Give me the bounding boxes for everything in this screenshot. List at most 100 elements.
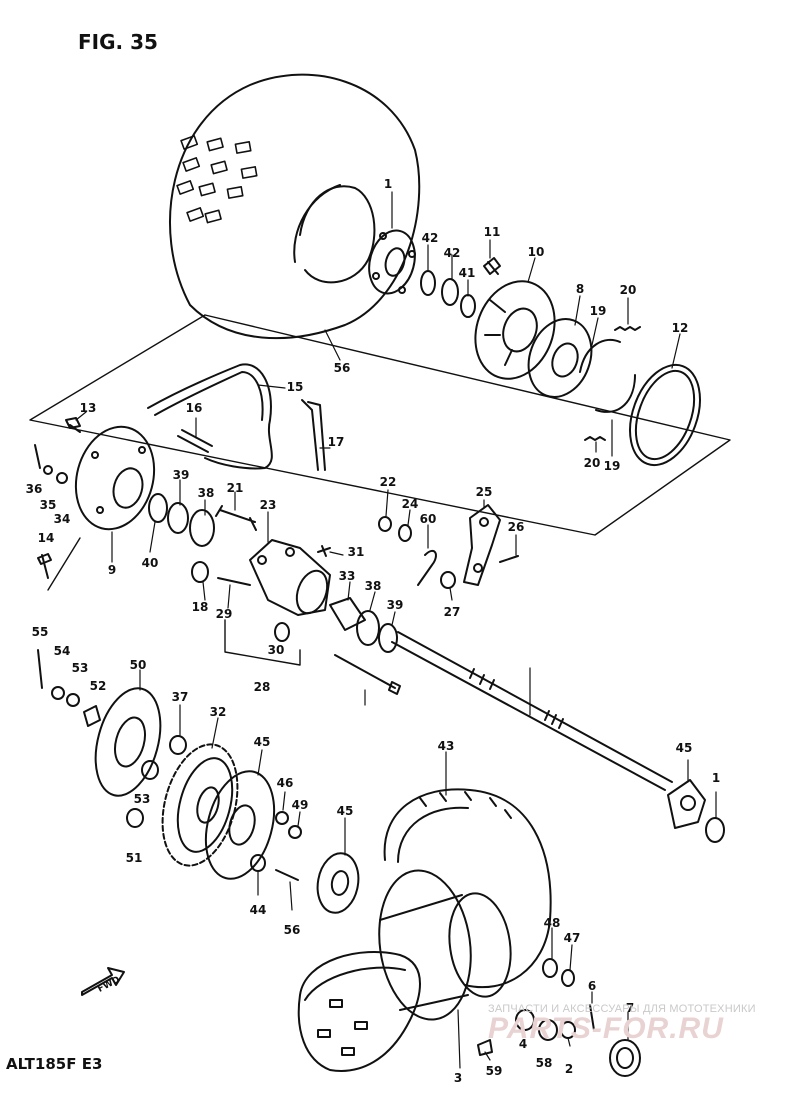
callout-label: 15 (287, 380, 304, 394)
breather-hose-15-part (147, 363, 273, 470)
callout-label: 20 (584, 456, 601, 470)
callout-label: 27 (444, 605, 461, 619)
callout-label: 22 (380, 475, 397, 489)
lower-wheel-hub-part (316, 852, 360, 914)
washer-51-part (288, 825, 302, 839)
callout-label: 34 (54, 512, 71, 526)
fwd-label: FWD (96, 975, 121, 995)
callout-label: 58 (536, 1056, 553, 1070)
model-code-label: ALT185F E3 (6, 1055, 103, 1073)
callout-label: 30 (268, 643, 285, 657)
fwd-label-box: FWD (96, 975, 121, 995)
callout-label: 48 (544, 916, 561, 930)
fitting-31-part (317, 545, 331, 557)
figure-title: FIG. 35 (78, 30, 158, 54)
callout-label: 38 (365, 579, 382, 593)
callout-label: 29 (216, 607, 233, 621)
callout-label: 41 (459, 266, 476, 280)
bolt-55-part (37, 649, 43, 689)
washer-35-part (43, 465, 53, 475)
washer-48-part (250, 854, 266, 872)
group-bracket-28 (224, 619, 301, 666)
seal-ring-12-part (629, 363, 701, 467)
brake-disc-50-part (94, 687, 162, 797)
bushing-45a-part (169, 735, 187, 755)
callout-label: 39 (173, 468, 190, 482)
callout-label: 59 (486, 1064, 503, 1078)
callout-label: 31 (348, 545, 365, 559)
callout-label: 2 (565, 1062, 573, 1076)
callout-label: 52 (90, 679, 107, 693)
callout-label: 14 (38, 531, 55, 545)
callout-label: 1 (712, 771, 720, 785)
nut-54-part (51, 686, 65, 700)
bolt-13-part (65, 417, 81, 433)
bearing-42a-part (420, 270, 436, 296)
fitting-16-part (177, 429, 213, 453)
bearing-38b-part (356, 610, 380, 646)
group-boundary-left (47, 537, 81, 591)
nut-30-part (274, 622, 290, 642)
sprocket-46-part (161, 743, 239, 867)
callout-label: 17 (328, 435, 345, 449)
axle-housing-23-part (249, 539, 331, 616)
washer-22-part (378, 516, 392, 532)
washer-53b-part (275, 811, 289, 825)
sprocket-hub-49-part (204, 770, 276, 880)
callout-label: 45 (254, 735, 271, 749)
callout-label: 9 (108, 563, 116, 577)
watermark-caption: ЗАПЧАСТИ И АКСЕССУАРЫ ДЛЯ МОТОТЕХНИКИ (488, 1003, 756, 1015)
washer-53-part (66, 693, 80, 707)
callout-label: 33 (339, 569, 356, 583)
callout-label: 11 (484, 225, 501, 239)
brake-panel-9-part (74, 425, 156, 531)
callout-label: 53 (134, 792, 151, 806)
pin-4-part (589, 1004, 595, 1031)
callout-label: 42 (422, 231, 439, 245)
callout-label: 23 (260, 498, 277, 512)
bolt-47-part (275, 869, 299, 881)
watermark-logo-text: PARTS-FOR.RU (488, 1012, 724, 1045)
callout-label: 44 (250, 903, 267, 917)
bolt-14-part (37, 553, 52, 579)
upper-tire-part (169, 73, 421, 340)
bolt-26-part (499, 555, 519, 563)
callout-label: 39 (387, 598, 404, 612)
lower-front-tire-part (297, 951, 421, 1072)
callout-label: 40 (142, 556, 159, 570)
callout-label: 60 (420, 512, 437, 526)
callout-label: 38 (198, 486, 215, 500)
group-boundary-upper (29, 314, 731, 536)
bearing-38-part (189, 509, 215, 547)
callout-label: 6 (588, 979, 596, 993)
bushing-18-part (191, 561, 209, 583)
hub-43-part (667, 779, 706, 829)
callout-label: 50 (130, 658, 147, 672)
brake-drum-10-part (474, 280, 556, 380)
callout-label: 51 (126, 851, 143, 865)
callout-label: 56 (334, 361, 351, 375)
callout-label: 36 (26, 482, 43, 496)
callout-label: 35 (40, 498, 57, 512)
washer-24-part (398, 524, 412, 542)
brake-shoe-19-part (579, 338, 636, 413)
callout-label: 47 (564, 931, 581, 945)
washer-2-part (515, 1009, 535, 1031)
cap-58-part (609, 1039, 641, 1077)
callout-label: 16 (186, 401, 203, 415)
callout-label: 37 (172, 690, 189, 704)
callout-label: 56 (284, 923, 301, 937)
callout-label: 46 (277, 776, 294, 790)
seal-40-part (148, 493, 168, 523)
pipe-17-part (301, 399, 326, 471)
callout-label: 1 (384, 177, 392, 191)
nut-27-part (440, 571, 456, 589)
callout-label: 25 (476, 485, 493, 499)
callout-label: 18 (192, 600, 209, 614)
callout-label: 20 (620, 283, 637, 297)
callout-label: 7 (626, 1001, 634, 1015)
lower-rim-5-part (378, 869, 512, 1021)
bearing-39-part (167, 502, 189, 534)
